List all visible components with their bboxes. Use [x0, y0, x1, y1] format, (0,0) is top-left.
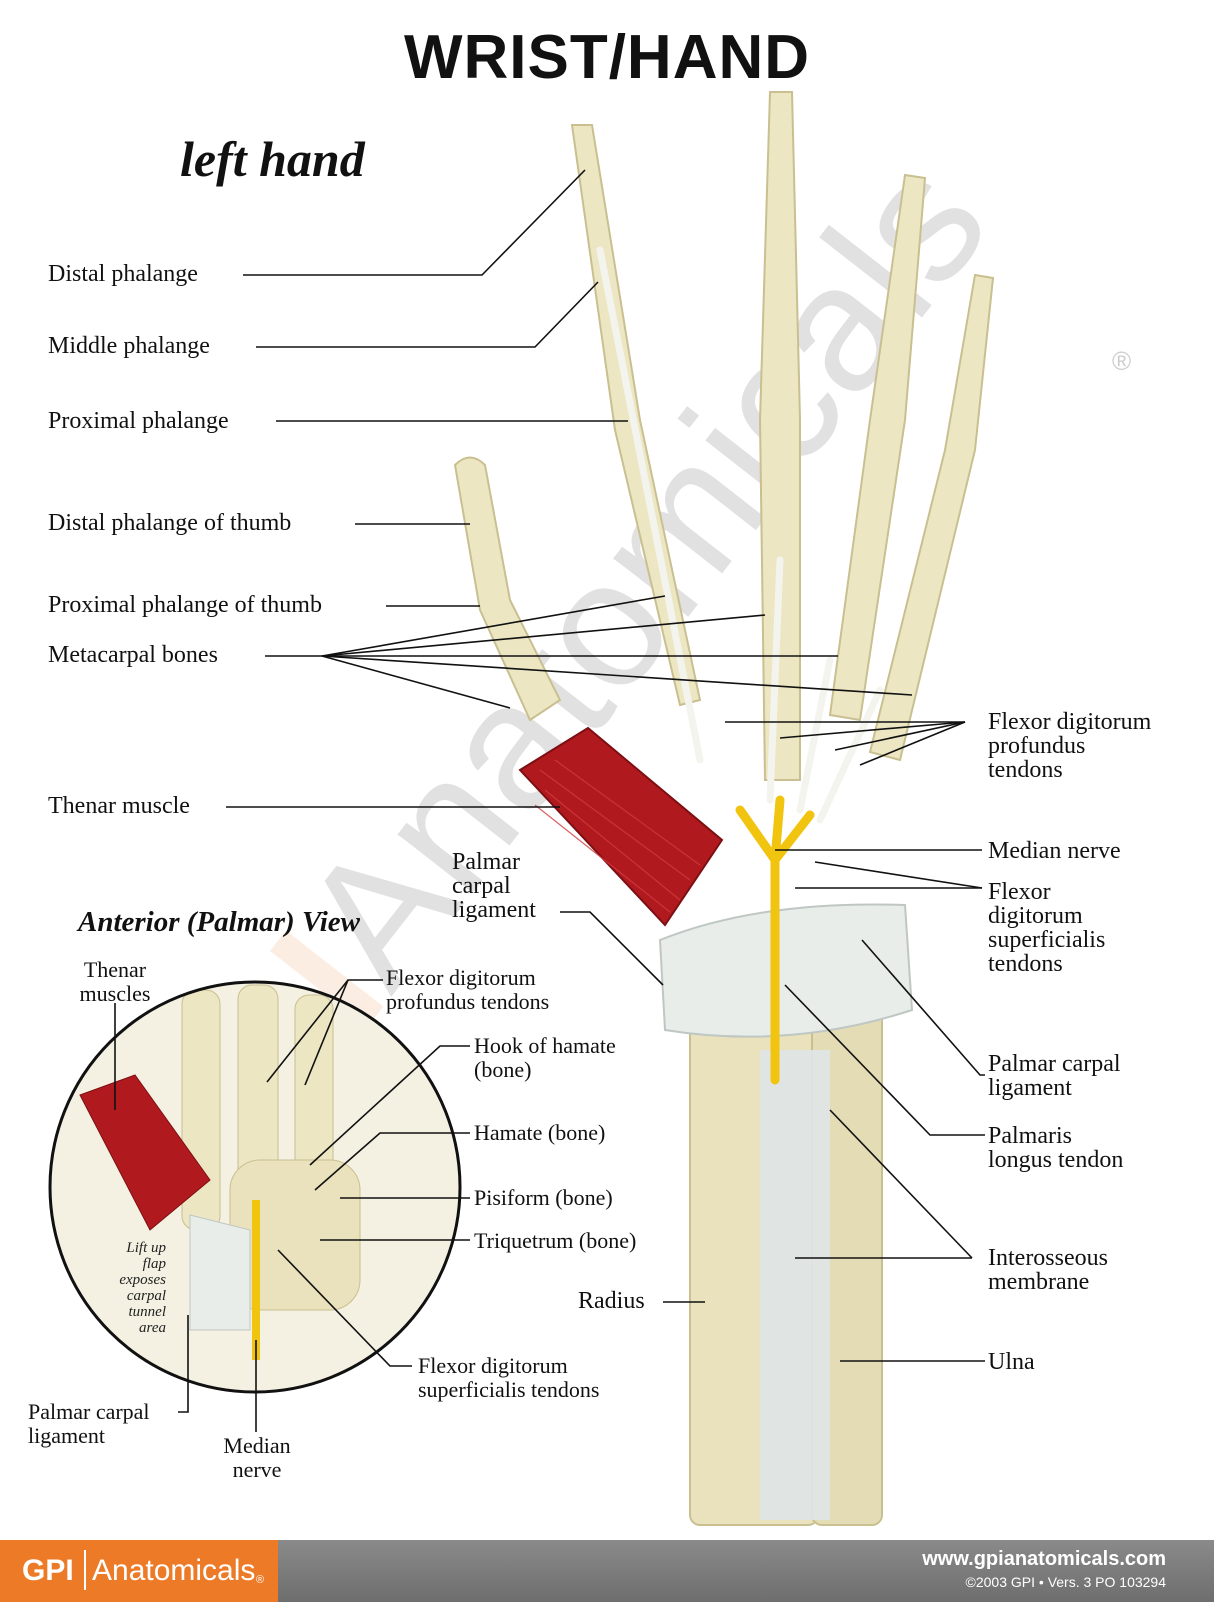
- label-palmar-carpal-ligament-main: Palmar carpal ligament: [452, 849, 536, 923]
- inset-label-palmar-carpal-ligament: Palmar carpal ligament: [28, 1399, 150, 1448]
- interosseous-membrane: [760, 1050, 830, 1520]
- inset-label-flexor-superficialis: Flexor digitorum superficialis tendons: [418, 1353, 600, 1402]
- inset-label-triquetrum: Triquetrum (bone): [474, 1228, 637, 1253]
- label-flexor-profundus: Flexor digitorum profundus tendons: [988, 709, 1152, 783]
- inset-view: [48, 980, 462, 1394]
- label-proximal-phalange: Proximal phalange: [48, 408, 229, 434]
- watermark-registered: ®: [1112, 346, 1132, 376]
- logo-name: Anatomicals: [92, 1554, 256, 1587]
- label-palmaris-longus: Palmaris longus tendon: [988, 1123, 1124, 1173]
- label-median-nerve: Median nerve: [988, 838, 1121, 864]
- label-thenar-muscle: Thenar muscle: [48, 793, 190, 819]
- label-palmar-carpal-ligament-right: Palmar carpal ligament: [988, 1051, 1121, 1101]
- little-finger-bones: [868, 273, 995, 762]
- logo-divider: [84, 1550, 86, 1590]
- leader-lines: [114, 169, 985, 1432]
- ring-finger-bones: [828, 173, 927, 722]
- inset-title: Anterior (Palmar) View: [78, 906, 360, 938]
- logo-registered: ®: [256, 1574, 265, 1586]
- footer-logo: GPI Anatomicals ®: [0, 1540, 278, 1602]
- inset-flap-note: Lift up flap exposes carpal tunnel area: [119, 1240, 166, 1336]
- label-distal-phalange-thumb: Distal phalange of thumb: [48, 510, 292, 536]
- inset-label-pisiform: Pisiform (bone): [474, 1185, 613, 1210]
- label-ulna: Ulna: [988, 1349, 1035, 1375]
- middle-finger-bones: [758, 91, 801, 781]
- label-radius: Radius: [578, 1288, 645, 1314]
- footer-url[interactable]: www.gpianatomicals.com: [922, 1548, 1166, 1570]
- inset-flap: [189, 1214, 251, 1331]
- median-nerve: [735, 795, 815, 1085]
- label-proximal-phalange-thumb: Proximal phalange of thumb: [48, 592, 322, 618]
- inset-thenar: [79, 1074, 211, 1231]
- footer-bar: GPI Anatomicals ® www.gpianatomicals.com…: [0, 1540, 1214, 1602]
- inset-label-hook-of-hamate: Hook of hamate (bone): [474, 1033, 616, 1082]
- label-flexor-superficialis: Flexor digitorum superficialis tendons: [988, 879, 1106, 977]
- inset-label-thenar-muscles: Thenar muscles: [79, 957, 151, 1006]
- thumb-bones: [453, 456, 562, 722]
- page-title: WRIST/HAND: [403, 23, 811, 92]
- inset-label-flexor-profundus: Flexor digitorum profundus tendons: [386, 965, 550, 1014]
- label-middle-phalange: Middle phalange: [48, 333, 210, 359]
- inset-label-median-nerve: Median nerve: [223, 1433, 291, 1482]
- inset-label-hamate: Hamate (bone): [474, 1120, 606, 1145]
- label-interosseous-membrane: Interosseous membrane: [988, 1245, 1108, 1295]
- page-subtitle: left hand: [180, 131, 365, 187]
- label-metacarpal-bones: Metacarpal bones: [48, 642, 218, 668]
- footer-copyright: ©2003 GPI • Vers. 3 PO 103294: [965, 1574, 1166, 1590]
- index-finger-bones: [570, 124, 702, 707]
- finger-bones: [453, 91, 995, 781]
- forearm-bones: [689, 999, 883, 1526]
- logo-gpi: GPI: [22, 1554, 74, 1587]
- label-distal-phalange: Distal phalange: [48, 261, 198, 287]
- carpal-ligament: [658, 903, 914, 1038]
- thenar-muscle: [518, 726, 724, 927]
